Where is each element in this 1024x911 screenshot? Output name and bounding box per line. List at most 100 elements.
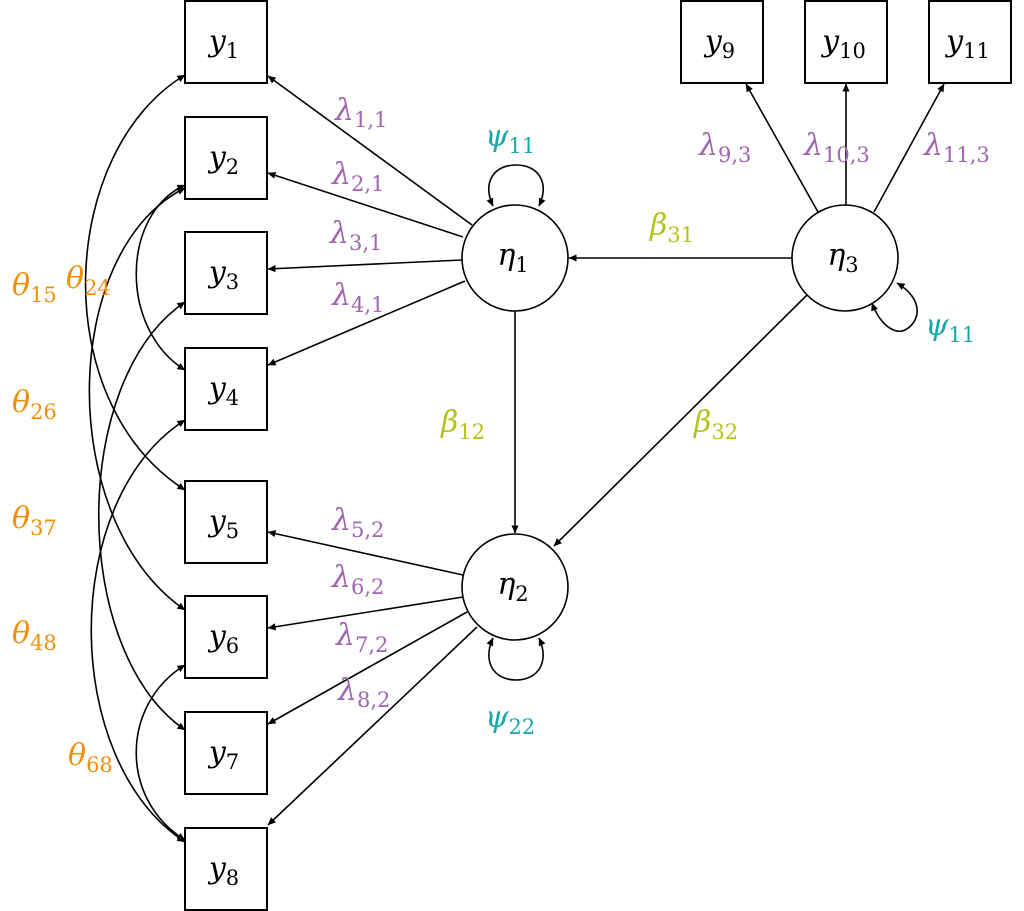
loading-arrow-eta1-y3 xyxy=(267,259,463,273)
observed-label-subscript: 5 xyxy=(226,519,239,543)
loading-label-y8-symbol: λ xyxy=(337,673,357,708)
observed-label: y4 xyxy=(207,371,239,410)
observed-label: y8 xyxy=(207,851,239,890)
covariance-label-y4-y8-subscript: 48 xyxy=(30,631,57,655)
loading-label-y11-symbol: λ xyxy=(923,128,943,163)
latent-label-symbol: η xyxy=(497,567,515,602)
loading-label-y10-subscript: 10,3 xyxy=(823,143,870,167)
covariance-label-y2-y6: θ26 xyxy=(12,385,57,424)
observed-label-subscript: 3 xyxy=(226,270,239,294)
observed-y2[interactable]: y2 xyxy=(184,116,268,200)
covariance-label-y6-y8: θ68 xyxy=(68,738,113,777)
observed-label-subscript: 9 xyxy=(722,39,735,63)
observed-box xyxy=(184,347,268,431)
observed-label-symbol: y xyxy=(703,24,723,59)
covariance-label-y2-y6-symbol: θ xyxy=(12,385,30,420)
observed-label: y3 xyxy=(207,255,239,294)
loading-label-y9: λ9,3 xyxy=(698,128,751,167)
observed-label-subscript: 8 xyxy=(226,866,239,890)
latent-label: η1 xyxy=(497,238,528,277)
latent-eta2[interactable]: η2 xyxy=(461,533,569,641)
loading-label-y11: λ11,3 xyxy=(923,128,990,167)
latent-circle xyxy=(791,204,899,312)
observed-label: y2 xyxy=(207,140,239,179)
observed-y10[interactable]: y10 xyxy=(804,0,888,84)
observed-box xyxy=(184,0,268,84)
covariance-label-y3-y7-subscript: 37 xyxy=(30,516,57,540)
covariance-arrow-y6-y8 xyxy=(135,664,186,841)
variance-label-eta3-subscript: 11 xyxy=(949,323,976,347)
edge-layer xyxy=(267,75,945,826)
loading-label-y7-subscript: 7,2 xyxy=(355,633,388,657)
variance-label-eta3: ψ11 xyxy=(925,308,975,347)
loading-label-y6-subscript: 6,2 xyxy=(351,575,384,599)
loading-label-y7-symbol: λ xyxy=(335,618,355,653)
observed-label: y7 xyxy=(207,735,239,774)
latent-label-subscript: 1 xyxy=(515,253,528,277)
latent-eta3[interactable]: η3 xyxy=(791,204,899,312)
observed-label-subscript: 7 xyxy=(226,750,239,774)
observed-y8[interactable]: y8 xyxy=(184,827,268,911)
observed-y5[interactable]: y5 xyxy=(184,480,268,564)
covariance-arrow-y2-y6 xyxy=(88,187,186,611)
observed-y4[interactable]: y4 xyxy=(184,347,268,431)
observed-label-symbol: y xyxy=(207,851,227,886)
latent-label-subscript: 2 xyxy=(515,582,528,606)
variance-label-eta1-symbol: ψ xyxy=(485,119,509,154)
covariance-arrow-y2-y4 xyxy=(135,184,186,371)
loading-label-y5-subscript: 5,2 xyxy=(351,518,384,542)
regression-label-eta3-eta2: β32 xyxy=(693,405,738,444)
variance-label-eta1-subscript: 11 xyxy=(509,134,536,158)
latent-label-subscript: 3 xyxy=(845,253,858,277)
covariance-layer xyxy=(84,74,186,843)
loading-arrow-eta3-y9 xyxy=(745,83,819,213)
observed-y6[interactable]: y6 xyxy=(184,595,268,679)
observed-label-symbol: y xyxy=(944,24,964,59)
observed-y11[interactable]: y11 xyxy=(928,0,1012,84)
covariance-label-y2-y6-subscript: 26 xyxy=(30,400,57,424)
loading-label-y9-subscript: 9,3 xyxy=(718,143,751,167)
observed-y9[interactable]: y9 xyxy=(680,0,764,84)
observed-label-subscript: 1 xyxy=(226,39,239,63)
observed-y1[interactable]: y1 xyxy=(184,0,268,84)
latent-eta1[interactable]: η1 xyxy=(461,204,569,312)
variance-loop-eta2 xyxy=(486,637,546,681)
observed-label: y10 xyxy=(820,24,866,63)
loading-label-y8: λ8,2 xyxy=(337,673,390,712)
loading-arrow-eta2-y5 xyxy=(267,530,464,576)
loading-label-y1: λ1,1 xyxy=(334,93,387,132)
observed-box xyxy=(184,480,268,564)
covariance-label-y3-y7-symbol: θ xyxy=(12,501,30,536)
loading-arrow-eta1-y4 xyxy=(267,280,466,366)
observed-label-symbol: y xyxy=(207,371,227,406)
latent-label: η2 xyxy=(497,567,528,606)
loading-label-y1-subscript: 1,1 xyxy=(354,108,387,132)
variance-label-eta2-symbol: ψ xyxy=(485,700,509,735)
observed-box xyxy=(928,0,1012,84)
observed-label: y6 xyxy=(207,619,239,658)
loading-arrow-eta1-y1 xyxy=(267,75,473,226)
loading-label-y6-symbol: λ xyxy=(331,560,351,595)
loading-label-y4-subscript: 4,1 xyxy=(351,293,384,317)
loading-label-y3-symbol: λ xyxy=(329,216,349,251)
regression-label-eta3-eta2-symbol: β xyxy=(693,405,711,440)
covariance-label-y2-y4-symbol: θ xyxy=(66,261,84,296)
regression-label-eta1-eta2: β12 xyxy=(440,405,485,444)
regression-label-eta1-eta2-symbol: β xyxy=(440,405,458,440)
loading-arrow-eta2-y6 xyxy=(267,596,464,631)
covariance-arrow-y1-y5 xyxy=(84,74,186,491)
covariance-label-y6-y8-symbol: θ xyxy=(68,738,86,773)
loading-label-y2-subscript: 2,1 xyxy=(351,172,384,196)
observed-box xyxy=(680,0,764,84)
observed-y7[interactable]: y7 xyxy=(184,711,268,795)
observed-label: y11 xyxy=(944,24,990,63)
observed-label-symbol: y xyxy=(207,255,227,290)
loading-label-y3: λ3,1 xyxy=(329,216,382,255)
observed-label: y5 xyxy=(207,504,239,543)
loading-arrow-eta1-y2 xyxy=(267,171,464,238)
observed-y3[interactable]: y3 xyxy=(184,231,268,315)
covariance-label-y1-y5: θ15 xyxy=(12,268,57,307)
observed-label-symbol: y xyxy=(207,735,227,770)
observed-label: y9 xyxy=(703,24,735,63)
variance-loop-eta1 xyxy=(486,164,546,207)
